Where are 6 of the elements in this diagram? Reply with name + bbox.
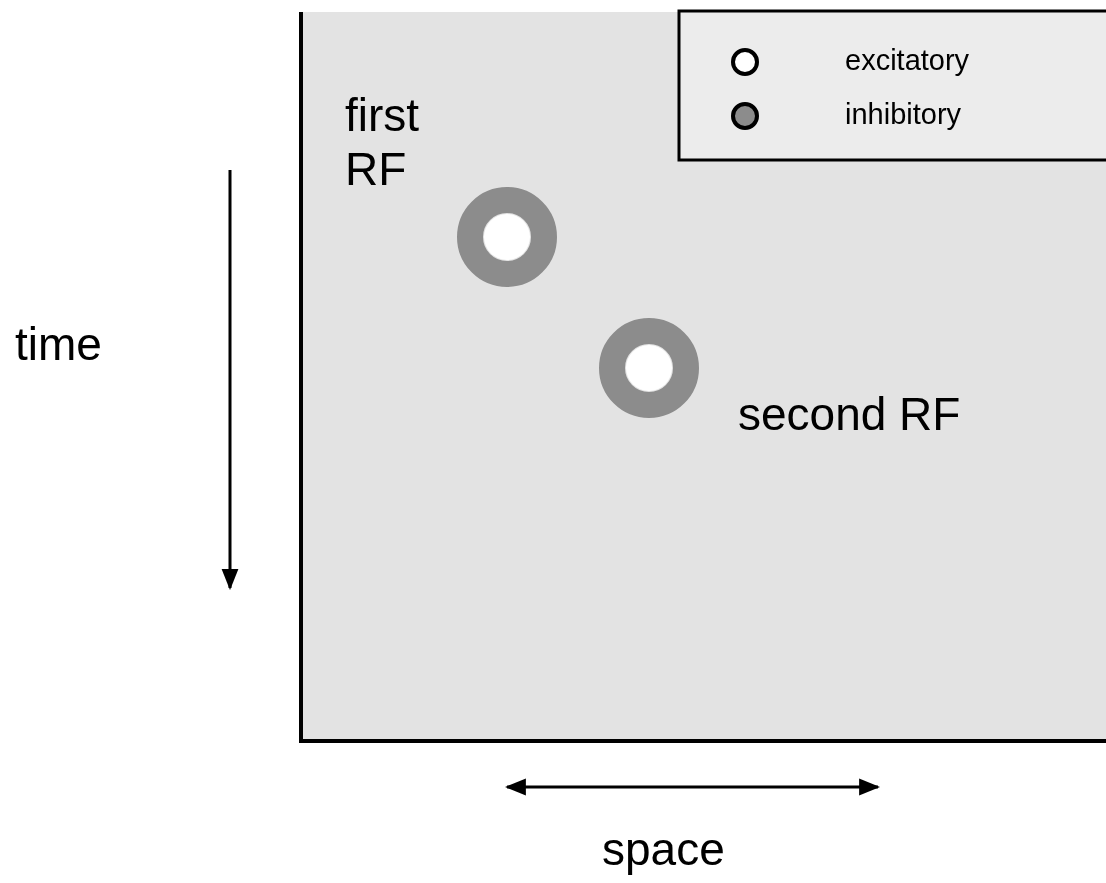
legend-label: excitatory: [845, 44, 970, 77]
axis-label: space: [602, 822, 725, 876]
axis-label: second RF: [738, 387, 961, 441]
axis-label: time: [15, 317, 102, 371]
legend-label: inhibitory: [845, 98, 962, 131]
axis-label: first RF: [345, 88, 421, 196]
